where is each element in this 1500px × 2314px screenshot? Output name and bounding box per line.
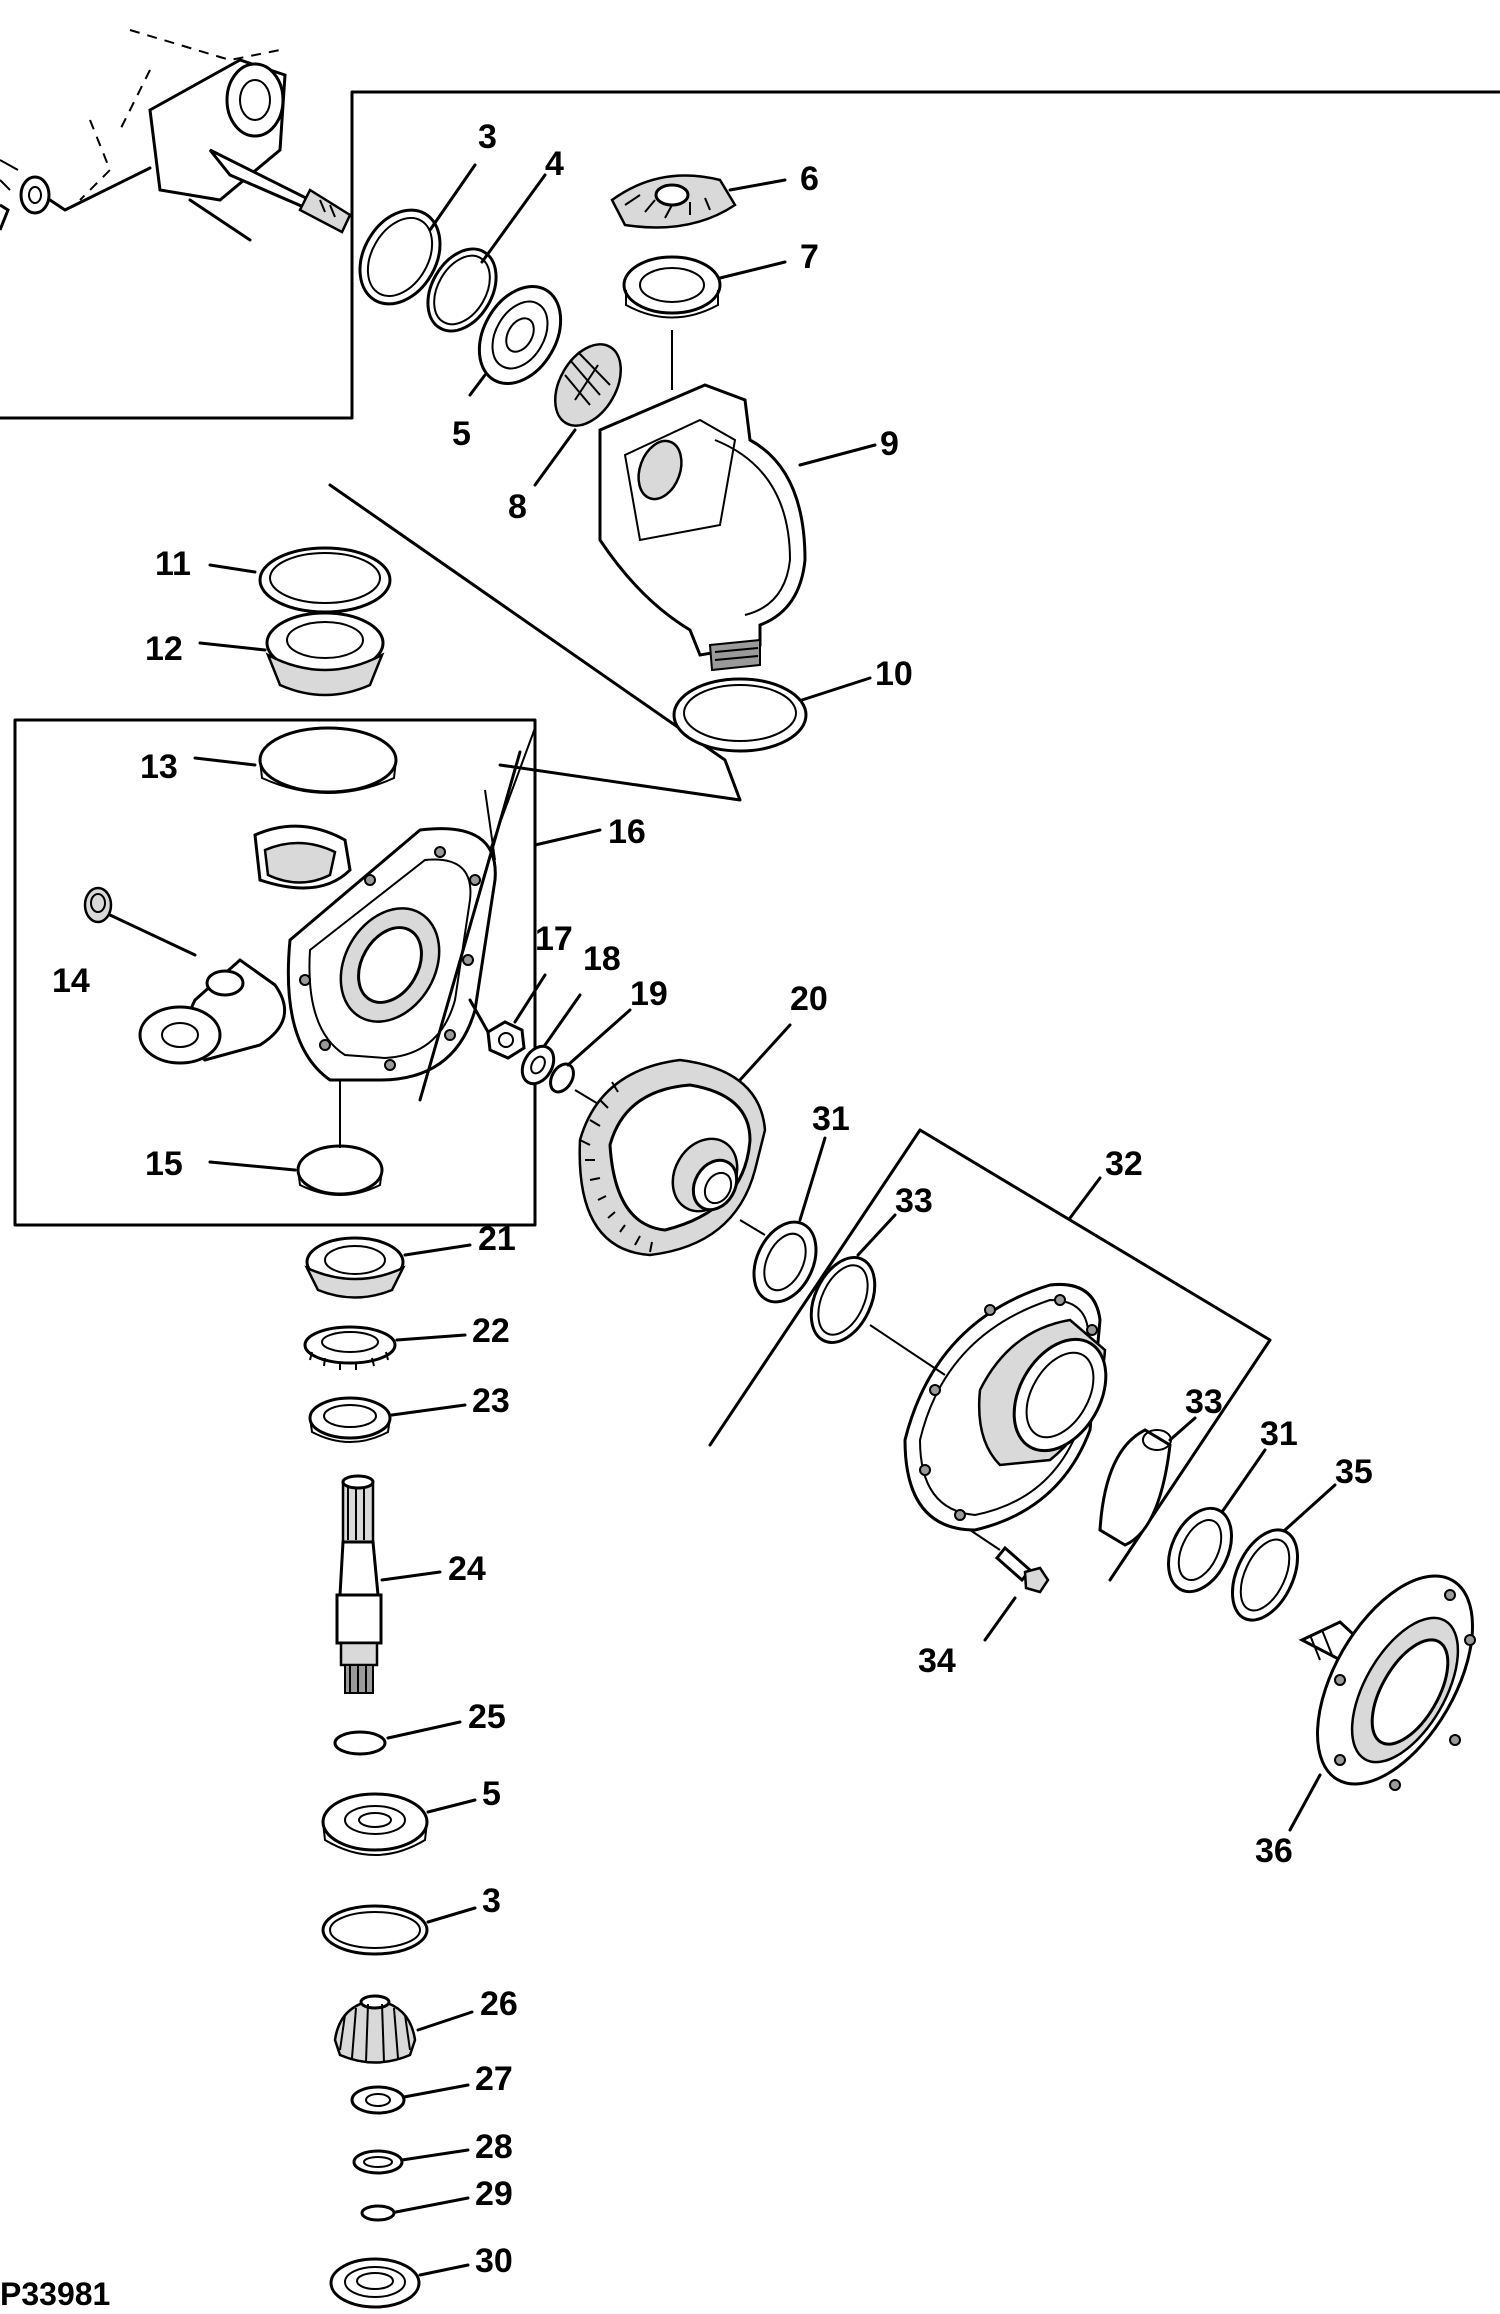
label-8: 8 xyxy=(508,488,527,526)
label-20: 20 xyxy=(790,980,828,1018)
label-27: 27 xyxy=(475,2060,513,2098)
part-32-axle-cover xyxy=(708,1128,1272,1582)
label-36: 36 xyxy=(1255,1832,1293,1870)
part-11-bearing-cup xyxy=(208,483,742,802)
part-31-seal-lower xyxy=(1167,1448,1267,1594)
part-13-bearing-cup xyxy=(193,726,398,794)
label-21: 21 xyxy=(478,1220,516,1258)
part-5-bearing-lower xyxy=(321,1792,477,1856)
label-18: 18 xyxy=(583,940,621,978)
part-7-bearing xyxy=(622,255,787,390)
label-31-lower: 31 xyxy=(1260,1415,1298,1453)
label-11: 11 xyxy=(155,545,191,583)
part-22-lock-washer xyxy=(303,1325,467,1370)
label-5-lower: 5 xyxy=(482,1775,501,1813)
part-20-ring-gear xyxy=(578,1023,792,1257)
part-31-seal xyxy=(739,1136,827,1304)
steering-knuckle-inset xyxy=(13,718,537,1227)
label-23: 23 xyxy=(472,1382,510,1420)
part-15-bearing-cup xyxy=(208,1080,384,1196)
part-19-washer xyxy=(549,1008,632,1121)
part-12-cone-bearing xyxy=(198,611,385,697)
part-4-ring xyxy=(426,173,547,333)
part-18-washer xyxy=(520,993,582,1086)
part-23-nut xyxy=(308,1396,467,1443)
part-8-pinion xyxy=(533,343,622,487)
label-9: 9 xyxy=(880,425,899,463)
part-29-snap-ring xyxy=(360,2196,470,2222)
part-3-snap-ring-lower xyxy=(321,1904,477,1956)
part-24-shaft xyxy=(335,1474,442,1694)
label-12: 12 xyxy=(145,630,183,668)
part-35-ring xyxy=(1231,1483,1337,1622)
label-29: 29 xyxy=(475,2175,513,2213)
part-9-gear-case xyxy=(598,383,877,672)
part-27-washer xyxy=(350,2083,470,2115)
label-34: 34 xyxy=(918,1642,956,1680)
label-33-upper: 33 xyxy=(895,1182,933,1220)
label-35: 35 xyxy=(1335,1453,1373,1491)
label-30: 30 xyxy=(475,2242,513,2280)
label-6: 6 xyxy=(800,160,819,198)
label-10: 10 xyxy=(875,655,913,693)
part-21-cone-bearing xyxy=(304,1236,472,1299)
part-10-bearing-cup xyxy=(672,676,872,753)
callout-labels: 3 4 5 6 7 8 9 10 11 12 13 14 15 16 17 18… xyxy=(52,118,1373,2280)
part-16-knuckle-housing xyxy=(138,727,602,1102)
label-24: 24 xyxy=(448,1550,486,1588)
label-3-top: 3 xyxy=(478,118,497,156)
label-28: 28 xyxy=(475,2128,513,2166)
label-25: 25 xyxy=(468,1698,506,1736)
label-16: 16 xyxy=(608,813,646,851)
label-7: 7 xyxy=(800,238,819,276)
label-14: 14 xyxy=(52,962,90,1000)
part-14-grease-fitting xyxy=(83,886,197,957)
label-4: 4 xyxy=(545,145,564,183)
part-3-snap-ring xyxy=(358,163,477,306)
label-15: 15 xyxy=(145,1145,183,1183)
label-22: 22 xyxy=(472,1312,510,1350)
label-26: 26 xyxy=(480,1985,518,2023)
label-13: 13 xyxy=(140,748,178,786)
figure-code: P33981 xyxy=(0,2276,110,2312)
part-26-bevel-gear xyxy=(333,1994,474,2064)
label-31-upper: 31 xyxy=(812,1100,850,1138)
label-33-lower: 33 xyxy=(1185,1383,1223,1421)
part-33-ring-lower xyxy=(1098,1416,1197,1547)
part-30-seal xyxy=(329,2257,470,2309)
label-32: 32 xyxy=(1105,1145,1143,1183)
axle-housing-inset xyxy=(0,29,1500,420)
part-36-hub-flange xyxy=(1288,1574,1476,1832)
label-19: 19 xyxy=(630,975,668,1013)
part-17-nut xyxy=(468,973,547,1060)
part-34-bolt xyxy=(969,1529,1050,1642)
label-5-top: 5 xyxy=(452,415,471,453)
part-5-bearing xyxy=(468,285,563,397)
label-3-lower: 3 xyxy=(482,1882,501,1920)
part-25-snap-ring xyxy=(333,1720,462,1756)
part-6-bevel-gear xyxy=(610,174,787,229)
part-28-washer xyxy=(352,2148,470,2175)
label-17: 17 xyxy=(535,920,573,958)
part-33-ring xyxy=(809,1213,897,1344)
